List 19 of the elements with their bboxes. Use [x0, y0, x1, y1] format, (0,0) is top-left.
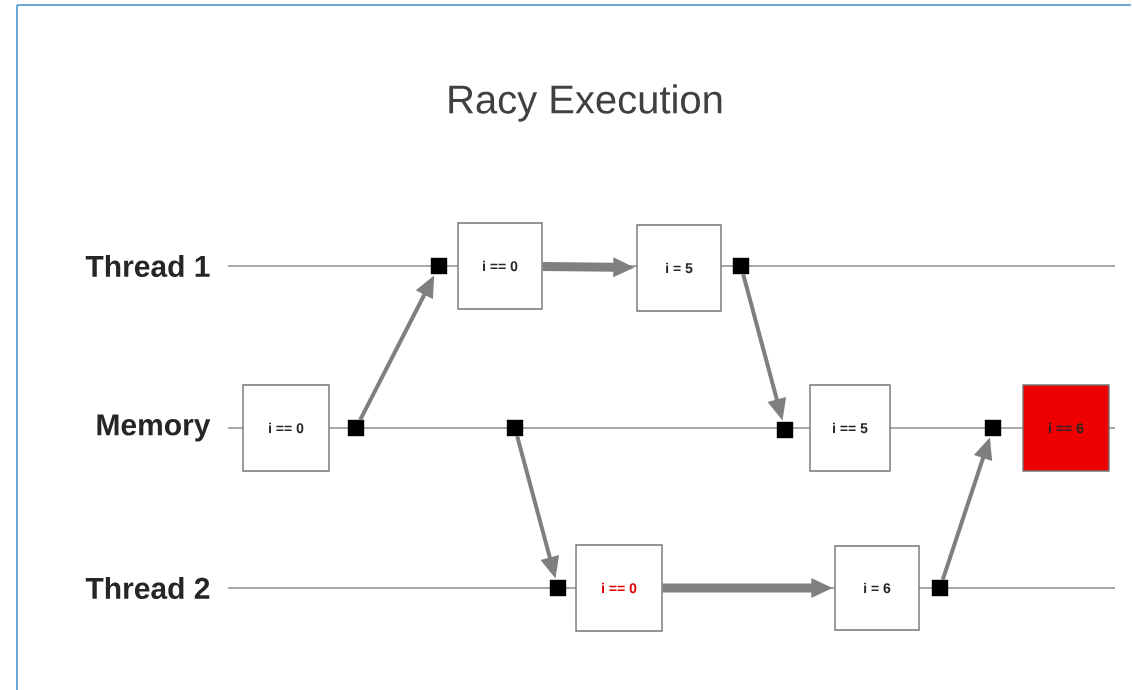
event-marker — [347, 419, 365, 437]
event-marker — [984, 419, 1002, 437]
event-marker — [732, 257, 750, 275]
event-marker — [506, 419, 524, 437]
value-box: i == 5 — [809, 384, 891, 472]
event-marker — [931, 579, 949, 597]
thread-label: Thread 2 — [85, 577, 210, 599]
value-box: i == 6 — [1022, 384, 1110, 472]
value-box: i = 5 — [636, 224, 722, 312]
event-marker — [430, 257, 448, 275]
value-box: i = 6 — [834, 545, 920, 631]
event-marker — [549, 579, 567, 597]
value-box: i == 0 — [575, 544, 663, 632]
title: Racy Execution — [449, 84, 722, 122]
thread-label: Memory — [97, 414, 211, 442]
thread-label: Thread 1 — [85, 255, 210, 277]
event-marker — [776, 421, 794, 439]
value-box: i == 0 — [457, 222, 543, 310]
value-box: i == 0 — [242, 384, 330, 472]
